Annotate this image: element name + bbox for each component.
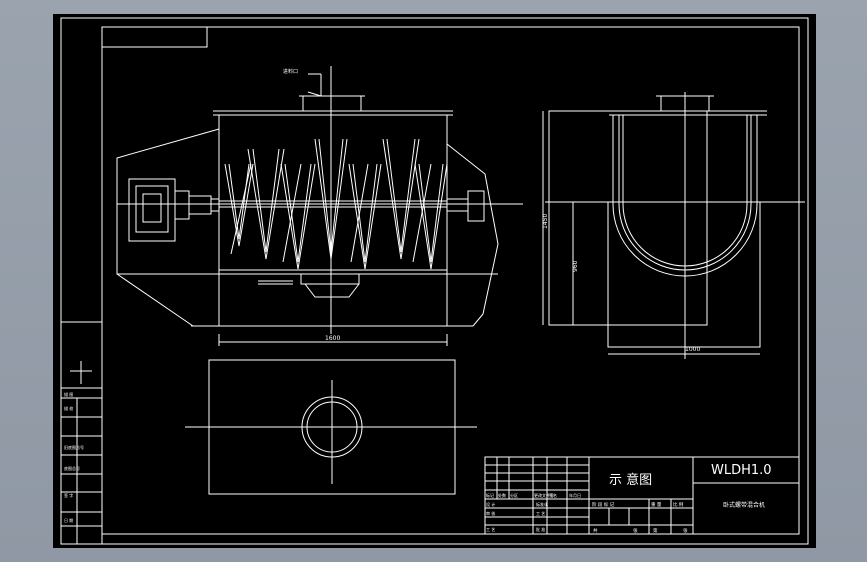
drawing-svg: 描 图 描 校 旧底图总号 底图总号 签 字 日 期 — [60, 17, 809, 545]
stage-mark-label: 阶 段 标 记 — [592, 501, 615, 508]
row4-col2: 批 准 — [536, 526, 545, 532]
strip-label-3: 旧底图总号 — [64, 444, 84, 450]
row2-col2: 标准化 — [536, 501, 548, 507]
inner-frame — [101, 26, 800, 535]
strip-label-1: 描 图 — [64, 391, 73, 397]
sheet-current-label: 第 — [653, 527, 658, 534]
side-view — [542, 92, 805, 359]
row4-col1: 工 艺 — [486, 527, 495, 532]
drawing-number: WLDH1.0 — [711, 463, 772, 478]
side-width-dim: 1000 — [685, 346, 700, 353]
view-name: 示 意图 — [609, 472, 652, 488]
cad-drawing-sheet: 描 图 描 校 旧底图总号 底图总号 签 字 日 期 — [53, 14, 816, 548]
side-height-inner-dim: 960 — [572, 260, 579, 272]
left-strip — [60, 321, 103, 545]
row1-col6: 年月日 — [569, 492, 581, 498]
row3-col1: 审 核 — [486, 510, 495, 516]
sheet-unit-label-2: 张 — [683, 527, 688, 534]
row1-col1: 标记 — [486, 492, 494, 498]
row1-col4: 更改文件号 — [534, 492, 554, 498]
scale-label: 比 例 — [673, 501, 684, 508]
top-left-box — [101, 26, 208, 48]
product-name: 卧式螺带混合机 — [723, 501, 765, 509]
front-view — [116, 66, 523, 346]
sheet-total-label: 共 — [593, 527, 598, 534]
row1-col2: 处数 — [498, 492, 506, 498]
weight-label: 重 量 — [651, 501, 662, 508]
strip-label-5: 签 字 — [64, 492, 73, 498]
strip-label-4: 底图总号 — [64, 465, 80, 471]
top-view — [185, 359, 477, 495]
title-block — [484, 456, 800, 535]
row1-col5: 签名 — [549, 492, 557, 498]
sheet-unit-label-1: 张 — [633, 527, 638, 534]
strip-label-2: 描 校 — [64, 405, 73, 411]
front-length-dim: 1600 — [325, 335, 340, 342]
row2-col1: 设 计 — [486, 501, 495, 507]
strip-label-6: 日 期 — [64, 517, 73, 523]
side-height-total-dim: 1450 — [542, 214, 549, 229]
row1-col3: 分区 — [510, 492, 518, 498]
outer-border — [60, 17, 809, 545]
inlet-label: 进料口 — [283, 68, 298, 75]
row3-col2: 工 艺 — [536, 511, 545, 516]
